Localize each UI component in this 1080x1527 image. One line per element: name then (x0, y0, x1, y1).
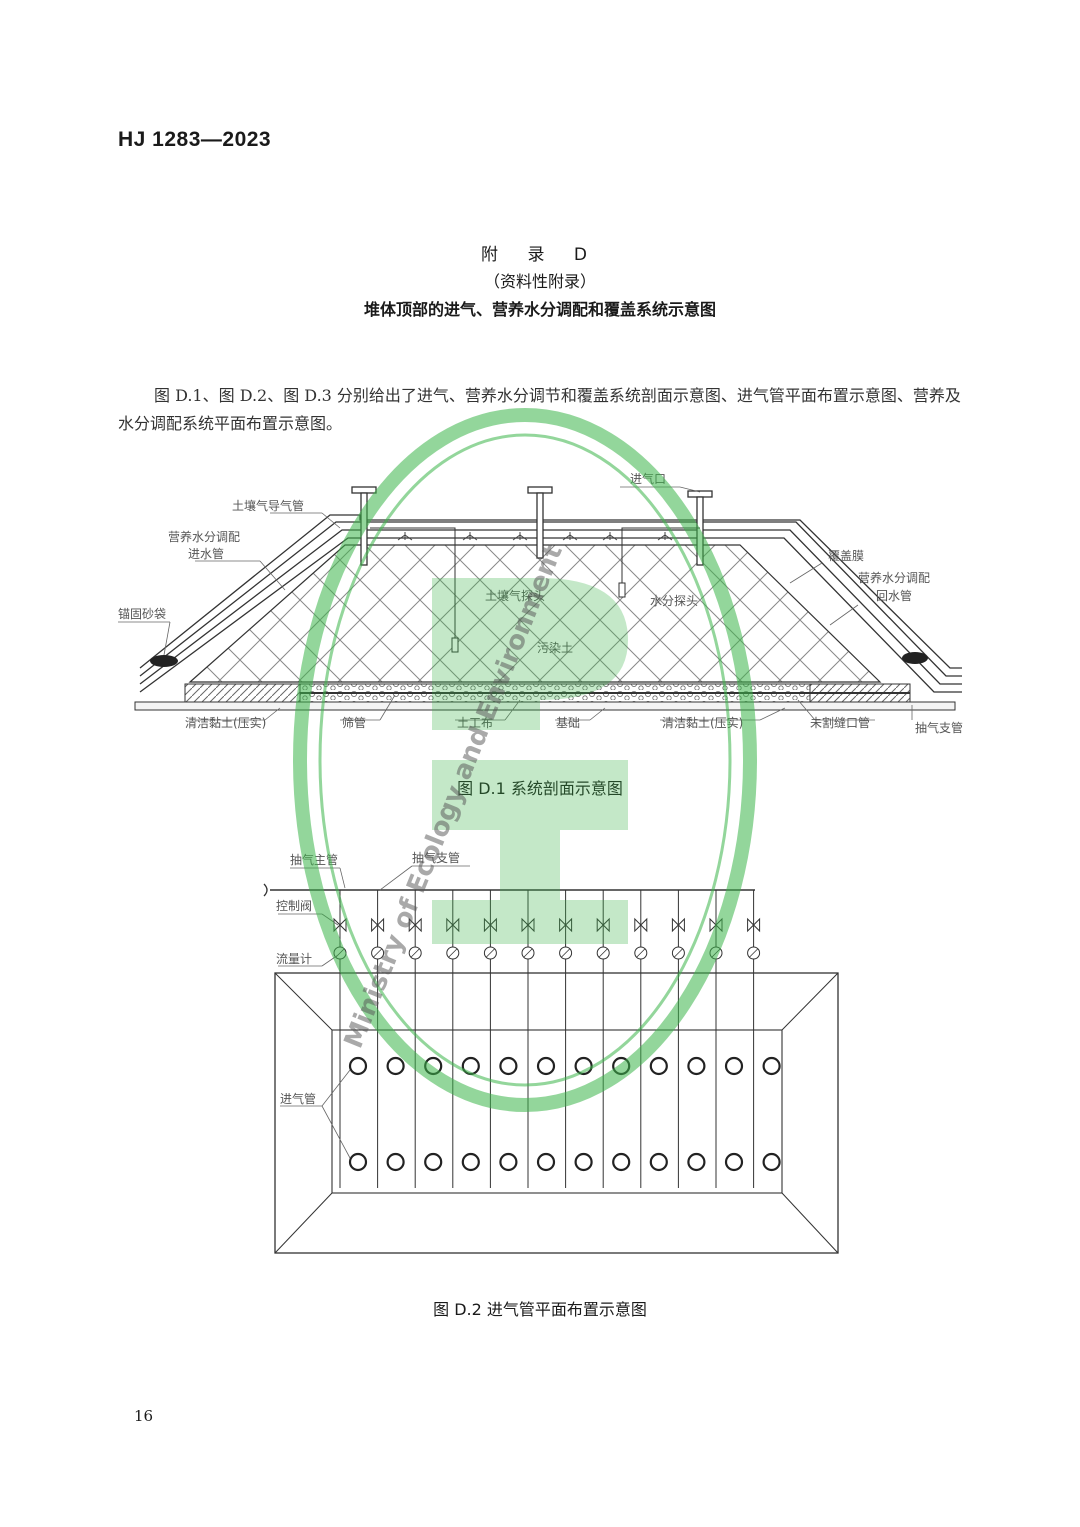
label-soil-probe: 土壤气探头 (485, 588, 545, 603)
intro-text: 图 D.1、图 D.2、图 D.3 分别给出了进气、营养水分调节和覆盖系统剖面示… (118, 386, 961, 433)
appendix-subtitle: 堆体顶部的进气、营养水分调配和覆盖系统示意图 (363, 300, 716, 319)
inlet-pipe-circle (536, 1152, 556, 1172)
figure-d2-plan: 抽气主管 抽气支管 控制阀 流量计 进气管 (263, 850, 839, 1254)
label-clay-left: 清洁黏土(压实) (185, 715, 266, 730)
sandbag-left (150, 655, 178, 667)
label-clay-right: 清洁黏土(压实) (662, 715, 743, 730)
inlet-pipe-circle (724, 1056, 744, 1076)
label-sandbag: 锚固砂袋 (118, 606, 166, 621)
foundation-layer (134, 701, 956, 711)
label-soil-gas-pipe: 土壤气导气管 (232, 498, 304, 513)
inlet-pipe-circle (687, 1152, 706, 1172)
label-valve: 控制阀 (276, 899, 312, 913)
inlet-pipe-circle (461, 1056, 480, 1076)
sandbag-right (902, 652, 928, 664)
figure-d1-caption: 图 D.1 系统剖面示意图 (457, 779, 623, 798)
inlet-pipe-circle (424, 1056, 443, 1076)
appendix-title: 附 录 D (481, 245, 599, 265)
inlet-pipe-circle (649, 1056, 668, 1076)
page-number: 16 (134, 1407, 154, 1425)
label-foundation: 基础 (556, 716, 580, 730)
inlet-pipe-circle (499, 1056, 518, 1076)
inlet-pipe-circle (348, 1056, 368, 1076)
inlet-pipe-circle (386, 1152, 405, 1172)
inlet-pipe-circle (348, 1152, 368, 1172)
figure-d1-cross-section: 土壤气导气管 营养水分调配 进水管 锚固砂袋 进气口 覆盖膜 营养水分调配 回水… (118, 471, 963, 735)
label-unslotted-pipe: 未割缝口管 (810, 715, 870, 730)
inlet-pipe-circle (574, 1152, 593, 1172)
label-inlet-pipe-2: 进水管 (188, 546, 224, 561)
clay-layer-left (184, 683, 301, 703)
label-main-pipe: 抽气主管 (290, 852, 338, 867)
sprinkler-marks (397, 532, 673, 541)
inlet-pipe-circle (762, 1152, 781, 1172)
label-inlet-pipe: 进气管 (280, 1091, 316, 1106)
contaminated-soil-mound (188, 544, 882, 683)
inlet-pipe-circle (386, 1056, 405, 1076)
label-cover-film: 覆盖膜 (828, 549, 864, 563)
inlet-pipe-circle (424, 1152, 443, 1172)
inlet-pipe-circle (612, 1056, 631, 1076)
label-return-pipe-2: 回水管 (876, 588, 912, 603)
inlet-pipe-circle (762, 1056, 781, 1076)
inlet-pipe-circle (574, 1056, 593, 1076)
label-geotextile: 土工布 (457, 716, 493, 730)
label-inlet-pipe-1: 营养水分调配 (168, 529, 240, 544)
label-sieve-pipe: 筛管 (342, 715, 366, 730)
inlet-pipe-circle (649, 1152, 668, 1172)
standard-code: HJ 1283—2023 (118, 128, 272, 151)
label-contaminated-soil: 污染土 (537, 640, 573, 655)
branch-pipes (333, 890, 781, 1188)
label-flowmeter: 流量计 (276, 952, 312, 966)
inlet-pipe-circle (536, 1056, 556, 1076)
inlet-pipe-circle (724, 1152, 744, 1172)
label-air-inlet: 进气口 (630, 471, 666, 486)
label-return-pipe-1: 营养水分调配 (858, 570, 930, 585)
inlet-pipe-circle (461, 1152, 480, 1172)
appendix-type: （资料性附录） (483, 272, 596, 291)
inlet-pipe-circle (499, 1152, 518, 1172)
label-branch-pipe: 抽气支管 (915, 720, 963, 735)
label-moisture-probe: 水分探头 (650, 594, 698, 608)
inlet-pipe-circle (612, 1152, 631, 1172)
intro-paragraph: 图 D.1、图 D.2、图 D.3 分别给出了进气、营养水分调节和覆盖系统剖面示… (118, 382, 968, 438)
figure-d2-caption: 图 D.2 进气管平面布置示意图 (433, 1300, 647, 1319)
inlet-pipe-circle (687, 1056, 706, 1076)
label-branch-pipe-d2: 抽气支管 (412, 850, 460, 865)
